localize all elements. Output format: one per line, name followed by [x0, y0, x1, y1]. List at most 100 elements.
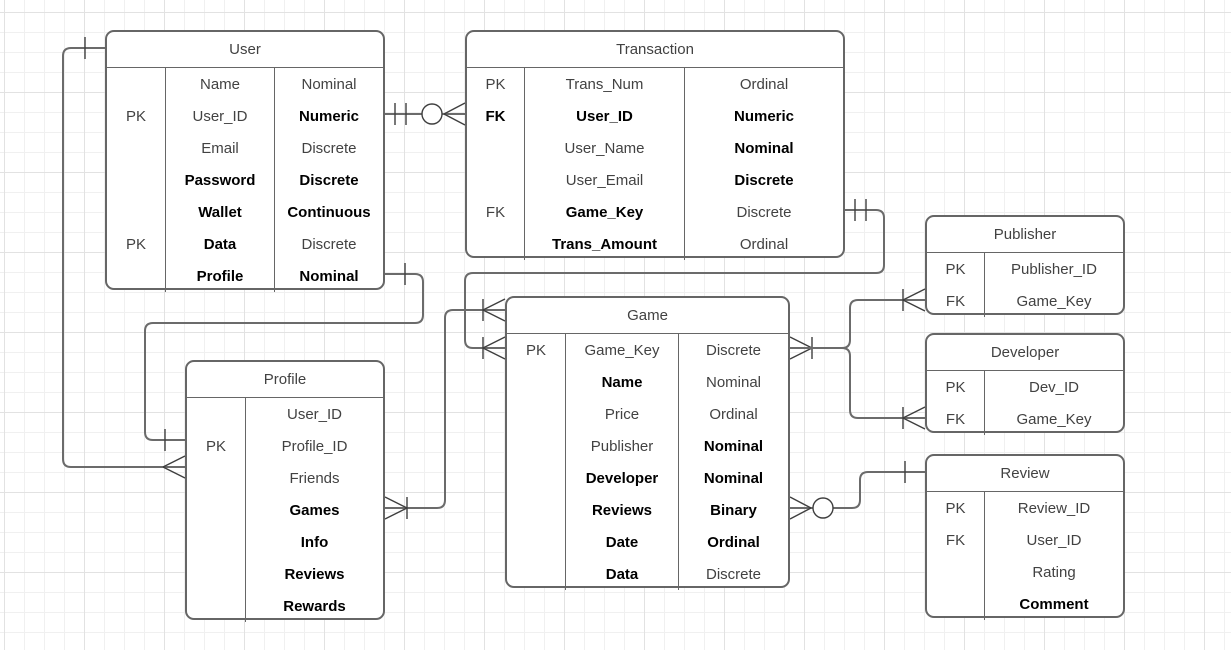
entity-transaction-type-cell[interactable]: Ordinal — [739, 75, 789, 93]
entity-publisher-pk-cell[interactable]: FK — [927, 285, 985, 317]
entity-game-pk-cell[interactable] — [507, 430, 566, 462]
entity-game-pk-cell[interactable] — [507, 462, 566, 494]
entity-user-type-cell[interactable]: Continuous — [287, 203, 371, 221]
entity-transaction-type-cell[interactable]: Ordinal — [739, 235, 789, 253]
entity-user-field-cell[interactable]: Data — [166, 228, 275, 260]
entity-review-field-cell[interactable]: Rating — [1032, 563, 1076, 581]
entity-user-pk-cell[interactable] — [107, 260, 166, 292]
entity-game-field-cell[interactable]: Price — [566, 398, 679, 430]
entity-game-field-cell[interactable]: Publisher — [566, 430, 679, 462]
entity-transaction-pk-cell[interactable] — [467, 164, 525, 196]
entity-user-type-cell[interactable]: Discrete — [301, 139, 357, 157]
entity-user-field-cell[interactable]: Wallet — [166, 196, 275, 228]
connector-game-review[interactable] — [789, 461, 925, 520]
entity-transaction-field-cell[interactable]: Trans_Num — [525, 68, 685, 100]
entity-transaction-field-cell[interactable]: User_ID — [525, 100, 685, 132]
entity-transaction-pk-cell[interactable]: FK — [467, 100, 525, 132]
entity-game-field-cell[interactable]: Game_Key — [566, 334, 679, 366]
entity-game-pk-cell[interactable] — [507, 494, 566, 526]
entity-developer-pk-cell[interactable]: FK — [927, 403, 985, 435]
entity-user-pk-cell[interactable]: PK — [107, 228, 166, 260]
entity-game-type-cell[interactable]: Ordinal — [707, 533, 760, 551]
entity-game-type-cell[interactable]: Binary — [710, 501, 757, 519]
entity-transaction-field-cell[interactable]: Game_Key — [525, 196, 685, 228]
entity-profile-field-cell[interactable]: Profile_ID — [281, 437, 348, 455]
entity-transaction-pk-cell[interactable] — [467, 132, 525, 164]
entity-user-field-cell[interactable]: Name — [166, 68, 275, 100]
entity-game-type-cell[interactable]: Ordinal — [709, 405, 758, 423]
entity-game-type-cell[interactable]: Discrete — [705, 565, 761, 583]
entity-publisher-pk-cell[interactable]: PK — [927, 253, 985, 285]
entity-transaction-field-cell[interactable]: Trans_Amount — [525, 228, 685, 260]
entity-developer-field-cell[interactable]: Game_Key — [1016, 410, 1092, 428]
entity-profile-pk-cell[interactable] — [187, 526, 246, 558]
entity-transaction-pk-cell[interactable]: PK — [467, 68, 525, 100]
entity-review-field-cell[interactable]: Comment — [1019, 595, 1089, 613]
entity-user-type-cell[interactable]: Discrete — [301, 235, 357, 253]
connector-profile-game[interactable] — [384, 298, 506, 520]
entity-profile-pk-cell[interactable] — [187, 398, 246, 430]
entity-review-pk-cell[interactable] — [927, 556, 985, 588]
entity-user-pk-cell[interactable] — [107, 68, 166, 100]
entity-game-pk-cell[interactable]: PK — [507, 334, 566, 366]
entity-transaction-pk-cell[interactable]: FK — [467, 196, 525, 228]
entity-review-pk-cell[interactable] — [927, 588, 985, 620]
entity-game-type-cell[interactable]: Nominal — [703, 437, 764, 455]
entity-profile-pk-cell[interactable]: PK — [187, 430, 246, 462]
entity-user-type-cell[interactable]: Nominal — [299, 267, 359, 285]
entity-profile-field-cell[interactable]: Friends — [289, 469, 340, 487]
entity-game-field-cell[interactable]: Data — [566, 558, 679, 590]
entity-review-field-cell[interactable]: Review_ID — [1017, 499, 1091, 517]
entity-user-pk-cell[interactable] — [107, 196, 166, 228]
entity-transaction-type-cell[interactable]: Numeric — [733, 107, 795, 125]
entity-game-type-cell[interactable]: Nominal — [705, 373, 762, 391]
entity-user-pk-cell[interactable] — [107, 132, 166, 164]
entity-transaction-type-cell[interactable]: Discrete — [736, 203, 792, 221]
entity-user-type-cell[interactable]: Nominal — [301, 75, 357, 93]
entity-transaction-field-cell[interactable]: User_Name — [525, 132, 685, 164]
entity-user-field-cell[interactable]: Password — [166, 164, 275, 196]
entity-user-field-cell[interactable]: Email — [166, 132, 275, 164]
entity-game-field-cell[interactable]: Name — [566, 366, 679, 398]
entity-game-type-cell[interactable]: Discrete — [705, 341, 761, 359]
entity-profile-pk-cell[interactable] — [187, 590, 246, 622]
entity-transaction-type-cell[interactable]: Discrete — [734, 171, 794, 189]
entity-profile-field-cell[interactable]: Games — [289, 501, 340, 519]
entity-transaction-pk-cell[interactable] — [467, 228, 525, 260]
entity-game-pk-cell[interactable] — [507, 366, 566, 398]
entity-profile-pk-cell[interactable] — [187, 462, 246, 494]
entity-profile-field-cell[interactable]: Rewards — [283, 597, 346, 615]
entity-game-pk-cell[interactable] — [507, 398, 566, 430]
entity-profile-pk-cell[interactable] — [187, 494, 246, 526]
entity-developer-field-cell[interactable]: Dev_ID — [1028, 378, 1080, 396]
entity-user-type-cell[interactable]: Discrete — [299, 171, 359, 189]
connector-transaction-game[interactable] — [464, 199, 885, 360]
entity-user-field-cell[interactable]: Profile — [166, 260, 275, 292]
entity-game-field-cell[interactable]: Date — [566, 526, 679, 558]
entity-publisher-field-cell[interactable]: Game_Key — [1016, 292, 1092, 310]
connector-game-developer[interactable] — [790, 347, 926, 430]
entity-review-field-cell[interactable]: User_ID — [1026, 531, 1082, 549]
entity-user-type-cell[interactable]: Numeric — [298, 107, 360, 125]
entity-game-pk-cell[interactable] — [507, 526, 566, 558]
entity-transaction-type-cell[interactable]: Nominal — [734, 139, 794, 157]
entity-user-pk-cell[interactable]: PK — [107, 100, 166, 132]
entity-game-type-cell[interactable]: Nominal — [703, 469, 764, 487]
entity-game-field-cell[interactable]: Reviews — [566, 494, 679, 526]
entity-user-pk-cell[interactable] — [107, 164, 166, 196]
entity-review-pk-cell[interactable]: PK — [927, 492, 985, 524]
entity-user-field-cell[interactable]: User_ID — [166, 100, 275, 132]
entity-profile-field-cell[interactable]: Reviews — [284, 565, 345, 583]
entity-profile-field-cell[interactable]: Info — [300, 533, 329, 551]
entity-game-field-cell[interactable]: Developer — [566, 462, 679, 494]
entity-transaction-field-cell[interactable]: User_Email — [525, 164, 685, 196]
entity-profile-field-cell[interactable]: User_ID — [286, 405, 342, 423]
